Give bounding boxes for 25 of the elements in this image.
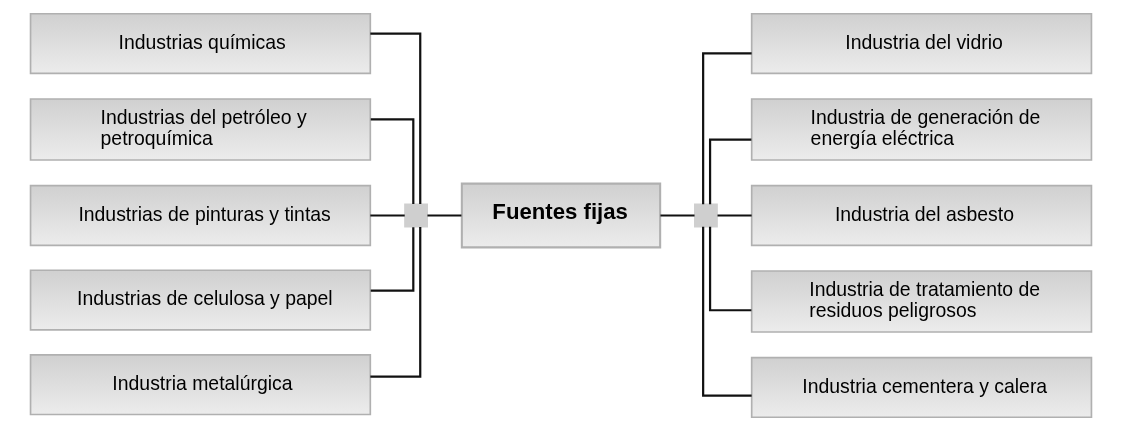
node-box: Industria metalúrgica: [29, 354, 372, 416]
connector: [708, 138, 752, 205]
connector: [708, 226, 752, 312]
connector: [370, 227, 415, 292]
connector: [660, 214, 695, 217]
connector: [717, 214, 752, 217]
node-box: Industria cementera y calera: [750, 356, 1093, 419]
connector: [702, 52, 752, 205]
node-box: Industria del vidrio: [750, 12, 1093, 75]
connector: [427, 214, 462, 217]
node-box: Industrias del petróleo y petroquímica: [29, 98, 372, 161]
connector: [702, 226, 752, 397]
node-box: Industrias de celulosa y papel: [29, 269, 372, 331]
connector: [370, 118, 415, 205]
node-box: [404, 203, 428, 228]
node-box: [694, 203, 718, 228]
connector: [370, 32, 422, 205]
connector: [370, 214, 405, 217]
node-box: Industrias de pinturas y tintas: [29, 184, 372, 247]
node-box: Fuentes fijas: [460, 182, 662, 249]
node-box: Industria del asbesto: [750, 184, 1093, 247]
node-box: Industrias químicas: [29, 12, 372, 75]
connector: [370, 227, 422, 378]
node-box: Industria de tratamiento de residuos peligrosos: [750, 270, 1093, 333]
node-box: Industria de generación de energía eléctrica: [750, 98, 1093, 161]
